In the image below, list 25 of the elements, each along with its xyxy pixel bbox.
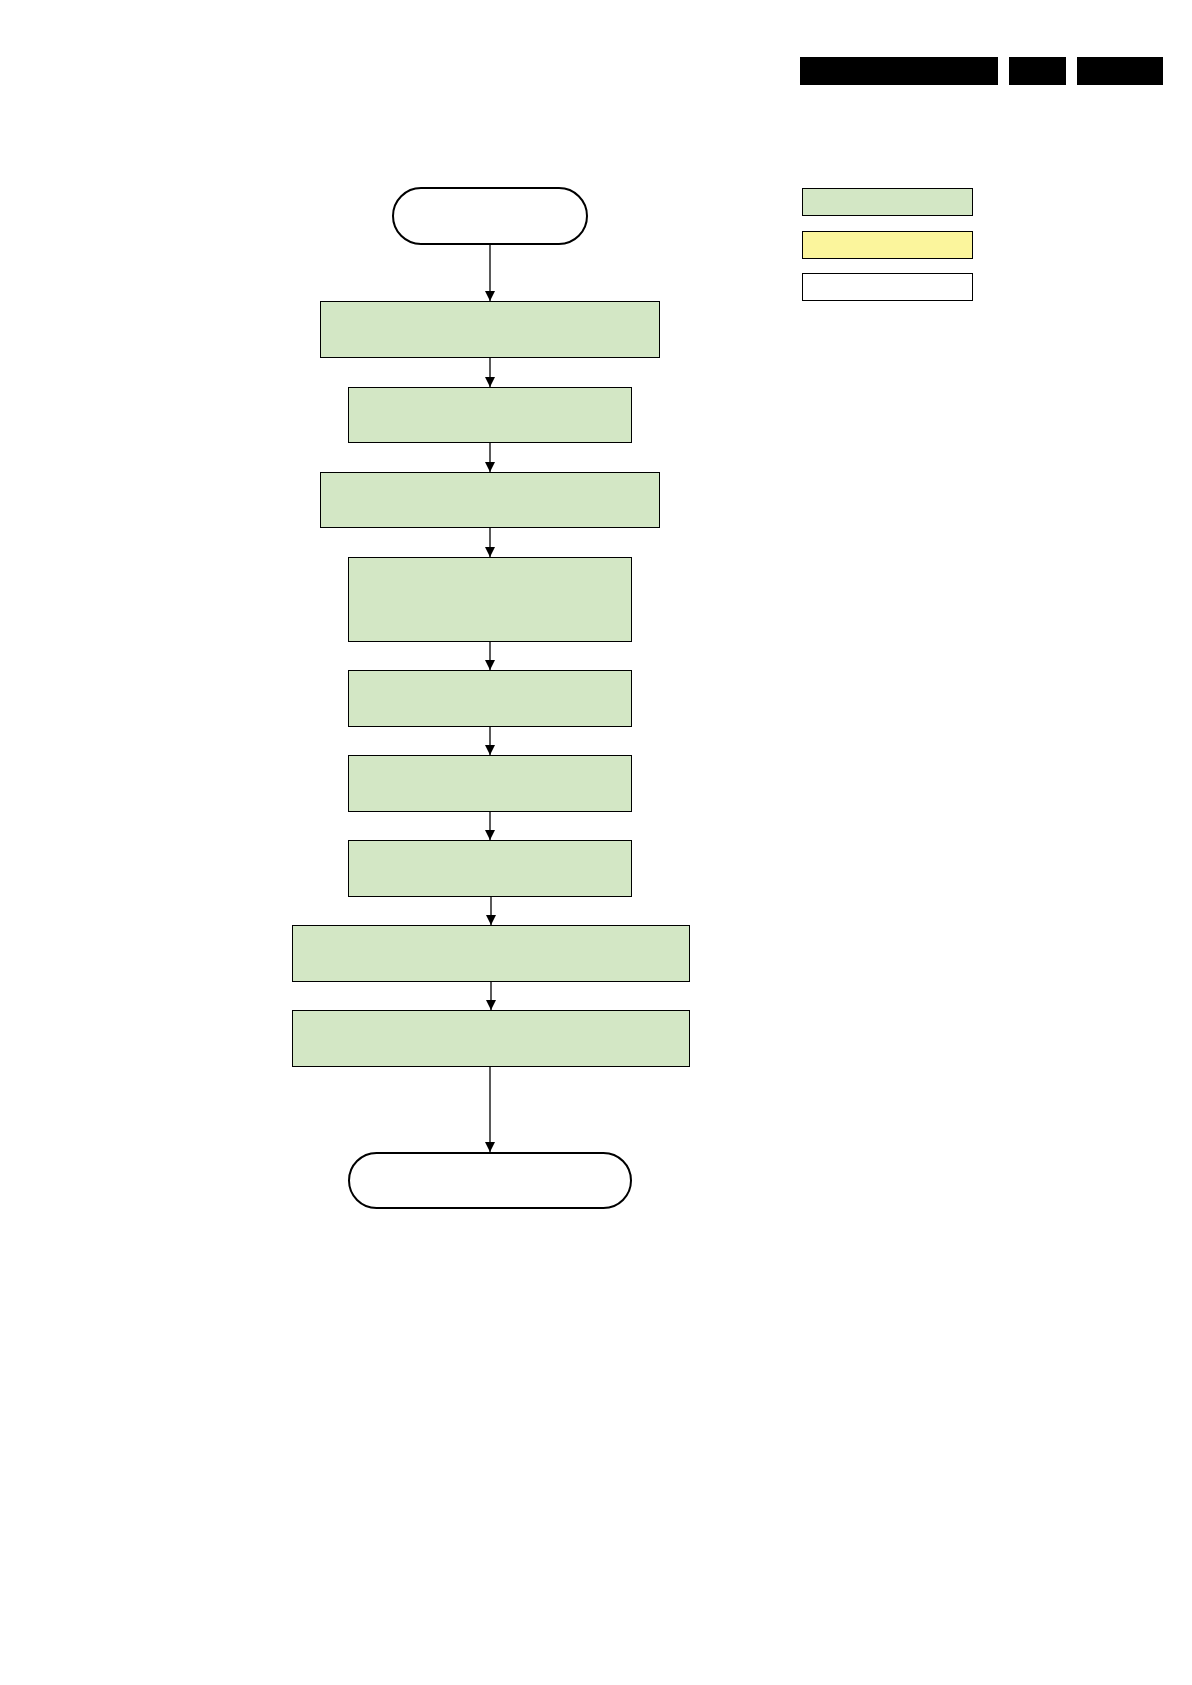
- arrow: [485, 244, 495, 302]
- redaction-bar: [1009, 57, 1066, 85]
- process-box: [320, 301, 660, 358]
- redaction-bar: [800, 57, 998, 85]
- process-box: [320, 472, 660, 528]
- arrow: [485, 1066, 495, 1153]
- legend-box: [802, 231, 973, 259]
- arrow: [485, 641, 495, 671]
- arrow: [486, 981, 496, 1011]
- arrow: [485, 726, 495, 756]
- arrow: [485, 527, 495, 558]
- process-box: [348, 670, 632, 727]
- arrow: [485, 442, 495, 473]
- process-box: [348, 557, 632, 642]
- process-box: [348, 387, 632, 443]
- redaction-bar: [1077, 57, 1163, 85]
- process-box: [292, 925, 690, 982]
- process-box: [292, 1010, 690, 1067]
- process-box: [348, 755, 632, 812]
- arrow: [486, 896, 496, 926]
- arrow: [485, 811, 495, 841]
- legend-box: [802, 273, 973, 301]
- arrow: [485, 357, 495, 388]
- process-box: [348, 840, 632, 897]
- legend-box: [802, 188, 973, 216]
